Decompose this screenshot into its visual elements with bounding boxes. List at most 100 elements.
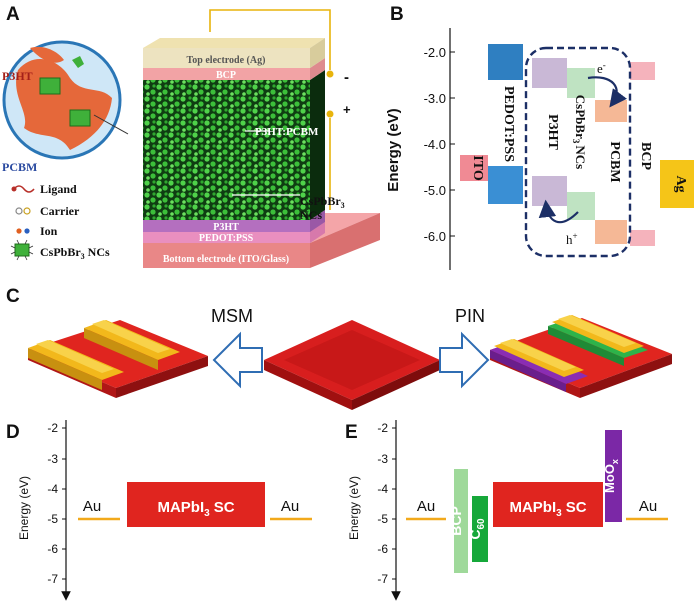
- panel-b-energy-diagram: -2.0 -3.0 -4.0 -5.0 -6.0 Energy (eV) ITO…: [385, 28, 694, 270]
- au-left-label-e: Au: [417, 498, 435, 515]
- pedot-lumo: [488, 44, 523, 80]
- mapbi3-crystal-band-e: [493, 482, 603, 527]
- p3ht-homo: [532, 176, 567, 206]
- active-region-box: [524, 46, 632, 258]
- bcp-layer: [143, 68, 310, 80]
- inset-nc-2: [69, 109, 91, 127]
- central-crystal: [264, 320, 440, 410]
- legend-ligand-label: Ligand: [40, 182, 77, 196]
- panel-label-a: A: [6, 4, 20, 25]
- legend-carrier-label: Carrier: [40, 204, 80, 218]
- panel-b-y-label: Energy (eV): [385, 108, 402, 191]
- ag-level: [660, 160, 694, 208]
- electron-transfer-arrow: [587, 76, 627, 108]
- top-electrode-top: [143, 38, 325, 48]
- top-electrode-layer: [143, 48, 310, 68]
- panel-e-tick-label: -4: [377, 482, 388, 496]
- pin-device: [490, 315, 672, 398]
- c60-band-label: C60: [467, 518, 487, 540]
- panel-label-c: C: [6, 286, 20, 307]
- msm-arrow: [212, 331, 263, 389]
- panel-e-tick-label: -2: [377, 421, 388, 435]
- panel-d-ticks: -2 -3 -4 -5 -6 -7: [47, 421, 66, 586]
- ito-level: [460, 155, 488, 181]
- nc-icon: [14, 243, 30, 257]
- top-electrode-label: Top electrode (Ag): [187, 55, 266, 66]
- msm-device: [28, 320, 208, 398]
- pin-substrate-top: [490, 318, 672, 388]
- panel-e-tick-label: -5: [377, 512, 388, 526]
- moox-band: [605, 430, 622, 522]
- bcp-band-label: BCP: [448, 506, 464, 536]
- panel-d-tick-label: -5: [47, 512, 58, 526]
- hole-label: h+: [566, 231, 578, 247]
- active-layer-label: P3HT:PCBM: [255, 126, 319, 138]
- panel-b-ticks: -2.0 -3.0 -4.0 -5.0 -6.0: [424, 45, 455, 244]
- nc-layer-label-suffix: NCs: [300, 208, 322, 222]
- ag-label: Ag: [673, 175, 688, 192]
- bottom-electrode-side: [310, 213, 380, 268]
- nc-vb: [567, 192, 595, 220]
- polarity-plus: +: [343, 102, 351, 117]
- panel-e-tick-label: -3: [377, 452, 388, 466]
- msm-substrate-top: [28, 320, 208, 388]
- pin-arrow: [439, 331, 490, 389]
- inset-p3ht-label: P3HT: [2, 69, 33, 83]
- bottom-electrode-label: Bottom electrode (ITO/Glass): [163, 254, 289, 265]
- panel-a-inset: P3HT PCBM: [2, 40, 129, 174]
- electron-label: e-: [597, 60, 606, 76]
- circuit-wire: [209, 9, 331, 70]
- c60-band: [472, 496, 488, 562]
- nc-layer-label: CsPbBr3: [300, 194, 345, 210]
- inset-nc-1: [39, 77, 61, 95]
- bcp-layer-label: BCP: [216, 70, 236, 81]
- ligand-icon: [13, 185, 35, 193]
- active-layer: [143, 80, 310, 220]
- nc-label: CsPbBr3NCs: [571, 95, 588, 169]
- p3ht-layer-label: P3HT: [213, 222, 239, 233]
- p3ht-lumo: [532, 58, 567, 88]
- p3ht-layer: [143, 220, 310, 232]
- pcbm-lumo: [595, 100, 627, 122]
- panel-b-tick-label: -6.0: [424, 229, 446, 244]
- au-right-label-e: Au: [639, 498, 657, 515]
- panel-label-b: B: [390, 4, 404, 25]
- panel-b-tick-label: -5.0: [424, 183, 446, 198]
- panel-e-tick-label: -7: [377, 572, 388, 586]
- pedot-homo: [488, 166, 523, 204]
- panel-d-tick-label: -3: [47, 452, 58, 466]
- pedot-layer: [143, 232, 310, 243]
- carrier-icon: [15, 207, 23, 215]
- pedot-label: PEDOT:PSS: [199, 233, 254, 244]
- polarity-minus: -: [344, 69, 349, 86]
- pin-label: PIN: [455, 306, 485, 326]
- legend-ion-label: Ion: [40, 224, 58, 238]
- ito-label: ITO: [470, 155, 485, 181]
- panel-d-tick-label: -7: [47, 572, 58, 586]
- panel-a-device-stack: - + Bottom electrode (ITO/Glass) PEDOT:P…: [143, 9, 380, 268]
- ion-icon: [16, 228, 22, 234]
- p3ht-label: P3HT: [545, 114, 560, 150]
- panel-label-d: D: [6, 422, 20, 443]
- panel-b-tick-label: -2.0: [424, 45, 446, 60]
- terminal-plus: [326, 110, 334, 118]
- hole-transfer-arrow: [538, 199, 579, 224]
- panel-b-tick-label: -3.0: [424, 91, 446, 106]
- au-right-label: Au: [281, 498, 299, 515]
- panel-b-tick-label: -4.0: [424, 137, 446, 152]
- msm-label: MSM: [211, 306, 253, 326]
- nc-cb: [567, 68, 595, 98]
- mapbi3-crystal-band: [127, 482, 265, 527]
- pcbm-label: PCBM: [607, 141, 622, 182]
- au-left-label: Au: [83, 498, 101, 515]
- panel-e-tick-label: -6: [377, 542, 388, 556]
- panel-e-band-diagram: -2 -3 -4 -5 -6 -7 Energy (eV) Au BCP C60…: [347, 420, 668, 601]
- bcp-band: [454, 469, 468, 573]
- pedot-label: PEDOT:PSS: [501, 86, 516, 162]
